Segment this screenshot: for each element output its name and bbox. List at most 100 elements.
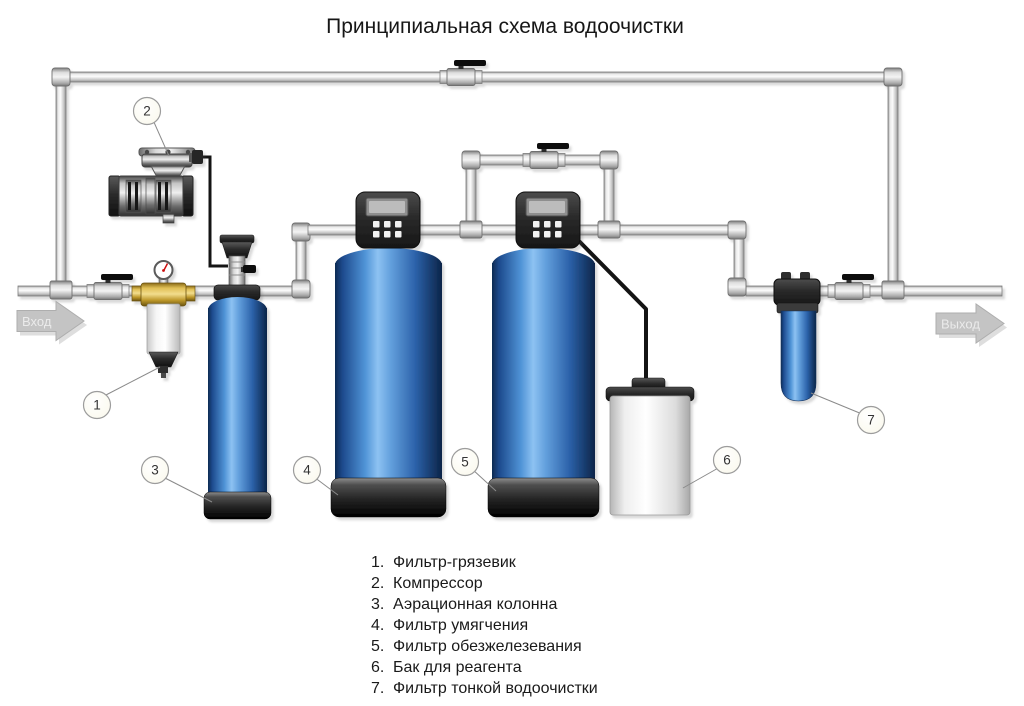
button — [395, 231, 402, 238]
lcd-screen — [529, 201, 565, 213]
legend-item-label: Фильтр обезжелезевания — [393, 638, 582, 655]
inlet-arrow-label: Вход — [22, 314, 52, 329]
screw-icon — [144, 149, 150, 155]
riser-pipe — [733, 236, 745, 283]
riser-pipe — [295, 236, 307, 287]
aeration-column — [203, 234, 272, 520]
valve-handle — [842, 274, 874, 280]
brass-head — [140, 282, 187, 307]
button — [533, 221, 540, 228]
loop-left-riser — [465, 168, 477, 226]
iron-removal-filter — [487, 191, 600, 518]
legend-item-number: 1. — [371, 554, 384, 571]
rib — [128, 182, 131, 210]
callout-circle-3 — [140, 455, 170, 485]
valve-handle — [101, 274, 133, 280]
vent-bell — [221, 241, 253, 259]
callout-circle-5 — [450, 447, 480, 477]
elbow-fitting — [883, 67, 903, 87]
callout-number-7: 7 — [867, 413, 875, 428]
rib — [135, 182, 138, 210]
arrow-shape — [935, 303, 1005, 344]
button — [533, 231, 540, 238]
control-valve-head — [515, 191, 581, 249]
legend-item-label: Фильтр-грязевик — [393, 554, 517, 571]
leader-line — [162, 476, 213, 503]
tank-body — [609, 395, 691, 516]
legend-item-label: Бак для реагента — [393, 659, 522, 676]
tank-base — [487, 477, 600, 518]
pipe-segment — [307, 224, 357, 236]
legend-item-label: Компрессор — [393, 575, 483, 592]
legend-item-number: 2. — [371, 575, 384, 592]
callout-number-3: 3 — [151, 463, 159, 478]
tee-fitting — [597, 220, 621, 239]
legend: 1. Фильтр-грязевик 2. Компрессор 3. Аэра… — [371, 554, 598, 697]
callouts: 1 2 3 4 5 6 7 — [82, 96, 886, 503]
button — [373, 231, 380, 238]
lcd-screen — [369, 201, 405, 213]
equipment — [108, 147, 821, 520]
compressor-head — [141, 153, 193, 168]
cylinder-cap — [108, 175, 121, 217]
brass-collar — [184, 285, 196, 302]
inlet-arrow: Вход — [16, 300, 87, 345]
leader-line — [313, 476, 339, 496]
drain-nozzle — [158, 366, 168, 373]
bypass-left-riser — [55, 83, 67, 284]
cylinder-cap — [181, 175, 194, 217]
callout-circle-1 — [82, 390, 112, 420]
rib — [165, 182, 168, 210]
outlet-collar — [189, 153, 193, 162]
valve-stem — [458, 64, 464, 69]
reagent-hose — [571, 233, 648, 381]
legend-item-number: 5. — [371, 638, 384, 655]
elbow-fitting — [291, 222, 311, 242]
legend-item-label: Аэрационная колонна — [393, 596, 557, 613]
compressor-foot — [162, 213, 175, 224]
elbow-fitting — [727, 220, 747, 240]
page-title: Принципиальная схема водоочистки — [326, 15, 684, 38]
filter-bowl — [146, 303, 181, 355]
ball-valve-loop — [522, 143, 569, 169]
callout-circle-6 — [712, 445, 742, 475]
callout-circle-7 — [856, 405, 886, 435]
leader-line — [810, 392, 863, 415]
elbow-fitting — [51, 67, 71, 87]
button — [544, 221, 551, 228]
valve-stem — [105, 278, 111, 283]
tank-body — [335, 263, 442, 488]
button — [555, 221, 562, 228]
column-body — [208, 308, 267, 502]
callout-circle-4 — [292, 455, 322, 485]
callout-number-2: 2 — [143, 104, 151, 119]
arrow-shape — [16, 300, 85, 342]
elbow-fitting — [599, 150, 619, 170]
softener-filter — [330, 191, 447, 518]
fine-filter — [773, 272, 821, 402]
filter-housing — [780, 310, 817, 402]
brass-collar — [131, 285, 143, 302]
elbow-fitting — [461, 150, 481, 170]
control-valve-head — [355, 191, 421, 249]
elbow-fitting — [291, 279, 311, 299]
center-band — [145, 177, 156, 215]
loop-right-riser — [603, 168, 615, 226]
valve-handle — [537, 143, 569, 149]
tank-body — [492, 263, 595, 488]
compressor-neck — [150, 165, 186, 178]
callout-number-6: 6 — [723, 453, 731, 468]
legend-item-number: 6. — [371, 659, 384, 676]
air-outlet-port — [192, 150, 203, 164]
callout-circle-2 — [132, 96, 162, 126]
button — [384, 221, 391, 228]
leader-line — [103, 366, 161, 397]
callout-number-4: 4 — [303, 463, 311, 478]
leader-line — [471, 468, 497, 492]
outlet-arrow: Выход — [935, 303, 1007, 347]
leader-line — [682, 466, 721, 489]
compressor-air-hose — [201, 155, 228, 268]
legend-item-number: 4. — [371, 617, 384, 634]
